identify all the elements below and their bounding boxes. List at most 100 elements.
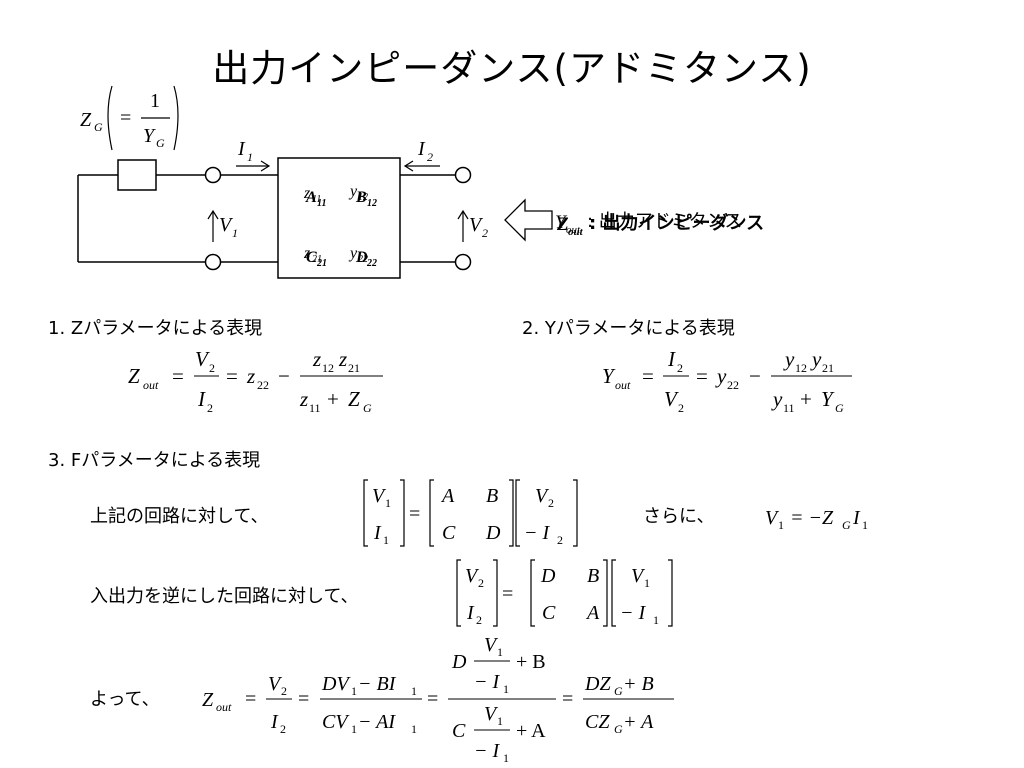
svg-text:z: z <box>312 347 321 371</box>
svg-text:+ A: + A <box>516 720 546 742</box>
svg-text:22: 22 <box>366 258 377 269</box>
svg-text:Y: Y <box>555 212 568 233</box>
svg-text:= −Z: = −Z <box>790 507 834 529</box>
svg-text:12: 12 <box>795 361 807 375</box>
svg-text:2: 2 <box>281 684 287 698</box>
f-parameter-matrix-equation: V 1 I 1 = A B C D V 2 − I 2 <box>363 479 578 547</box>
svg-text:I: I <box>417 138 426 160</box>
svg-text:1: 1 <box>411 722 417 736</box>
source-impedance-resistor <box>117 159 157 191</box>
svg-text:−: − <box>278 364 290 388</box>
svg-text:Y: Y <box>821 387 835 411</box>
svg-text:Z: Z <box>80 109 92 131</box>
svg-text:2: 2 <box>207 401 213 415</box>
svg-text:V: V <box>484 634 499 656</box>
svg-text:D: D <box>540 565 556 587</box>
svg-text:2: 2 <box>280 722 286 736</box>
svg-text:G: G <box>835 401 844 415</box>
svg-text:G: G <box>363 401 372 415</box>
svg-text:V: V <box>664 387 679 411</box>
svg-text:1: 1 <box>644 576 650 590</box>
svg-text:1: 1 <box>497 714 503 728</box>
svg-text:21: 21 <box>822 361 834 375</box>
svg-text:out: out <box>568 226 584 238</box>
svg-text:: 出力アドミタンス: : 出力アドミタンス <box>587 211 742 232</box>
svg-text:G: G <box>842 518 851 532</box>
svg-text:12: 12 <box>358 192 368 203</box>
svg-text:2: 2 <box>557 533 563 547</box>
svg-text:11: 11 <box>317 198 326 209</box>
svg-text:+ A: + A <box>623 711 654 733</box>
svg-text:− AI: − AI <box>358 711 396 733</box>
svg-text:1: 1 <box>351 722 357 736</box>
svg-text:+ B: + B <box>623 673 654 695</box>
z-parameter-formula: Z out = V 2 I 2 = z 22 − z 12 z 21 z 11 … <box>128 347 383 415</box>
svg-text:out: out <box>143 378 159 392</box>
svg-text:V: V <box>535 485 550 507</box>
svg-text:out: out <box>615 378 631 392</box>
svg-text:− I: − I <box>524 522 550 544</box>
svg-text:B: B <box>486 485 498 507</box>
svg-text:V: V <box>268 673 283 695</box>
two-port-circuit-diagram: Z G = 1 Y G z 11 A 11 y 12 B 12 z 21 C <box>77 85 764 279</box>
svg-text:1: 1 <box>653 613 659 627</box>
svg-text:y: y <box>715 364 727 388</box>
port2-terminal-top <box>454 166 472 184</box>
svg-text:V: V <box>765 507 780 529</box>
svg-text:1: 1 <box>383 533 389 547</box>
svg-text:1: 1 <box>778 518 784 532</box>
svg-text:2: 2 <box>476 613 482 627</box>
svg-text:2: 2 <box>548 496 554 510</box>
svg-text:2: 2 <box>677 361 683 375</box>
svg-text:V: V <box>469 214 484 236</box>
svg-text:+: + <box>327 387 339 411</box>
source-impedance-label: Z G = 1 Y G <box>80 85 179 151</box>
output-arrow-icon <box>504 198 553 242</box>
svg-text:A: A <box>440 485 455 507</box>
two-port-box-labels: z 11 A 11 y 12 B 12 z 21 C 21 y 22 D 22 <box>303 183 377 269</box>
svg-text:y: y <box>348 183 358 200</box>
svg-text:G: G <box>156 136 165 150</box>
svg-text:1: 1 <box>232 226 238 240</box>
svg-text:G: G <box>614 722 623 736</box>
line1-text: 上記の回路に対して、 <box>90 506 269 527</box>
svg-text:I: I <box>237 138 246 160</box>
svg-text:I: I <box>466 602 475 624</box>
svg-text:=: = <box>427 688 438 710</box>
svg-text:C: C <box>542 602 556 624</box>
svg-text:− I: − I <box>620 602 646 624</box>
svg-text:y: y <box>810 347 822 371</box>
svg-text:=: = <box>172 364 184 388</box>
svg-text:21: 21 <box>348 361 360 375</box>
svg-text:C: C <box>452 720 466 742</box>
svg-text:: 出力インピーダンス: : 出力インピーダンス <box>589 212 764 234</box>
svg-text:1: 1 <box>503 751 509 765</box>
svg-text:=: = <box>245 688 256 710</box>
svg-text:2: 2 <box>478 576 484 590</box>
port1-terminal-bottom <box>204 253 222 271</box>
svg-text:z: z <box>299 387 308 411</box>
svg-text:I: I <box>373 522 382 544</box>
svg-text:y: y <box>771 387 783 411</box>
svg-text:− I: − I <box>474 671 500 693</box>
svg-text:DV: DV <box>321 673 351 695</box>
svg-text:y: y <box>348 245 358 262</box>
svg-text:DZ: DZ <box>584 673 611 695</box>
svg-text:1: 1 <box>411 684 417 698</box>
svg-text:=: = <box>409 503 420 525</box>
voltage-v1-arrow: V 1 <box>207 209 238 242</box>
svg-text:2: 2 <box>482 226 488 240</box>
two-port-network-box <box>277 157 401 279</box>
port1-terminal-top <box>204 166 222 184</box>
svg-text:z: z <box>338 347 347 371</box>
svg-text:z: z <box>303 245 311 262</box>
svg-text:A: A <box>305 189 317 206</box>
section-1-heading: 1. Zパラメータによる表現 <box>48 318 263 339</box>
svg-text:Z: Z <box>348 387 360 411</box>
svg-text:1: 1 <box>351 684 357 698</box>
svg-text:I: I <box>197 387 206 411</box>
svg-text:B: B <box>587 565 599 587</box>
svg-text:21: 21 <box>312 254 322 265</box>
reversed-matrix-equation: V 2 I 2 = D B C A V 1 − I 1 <box>456 559 673 627</box>
